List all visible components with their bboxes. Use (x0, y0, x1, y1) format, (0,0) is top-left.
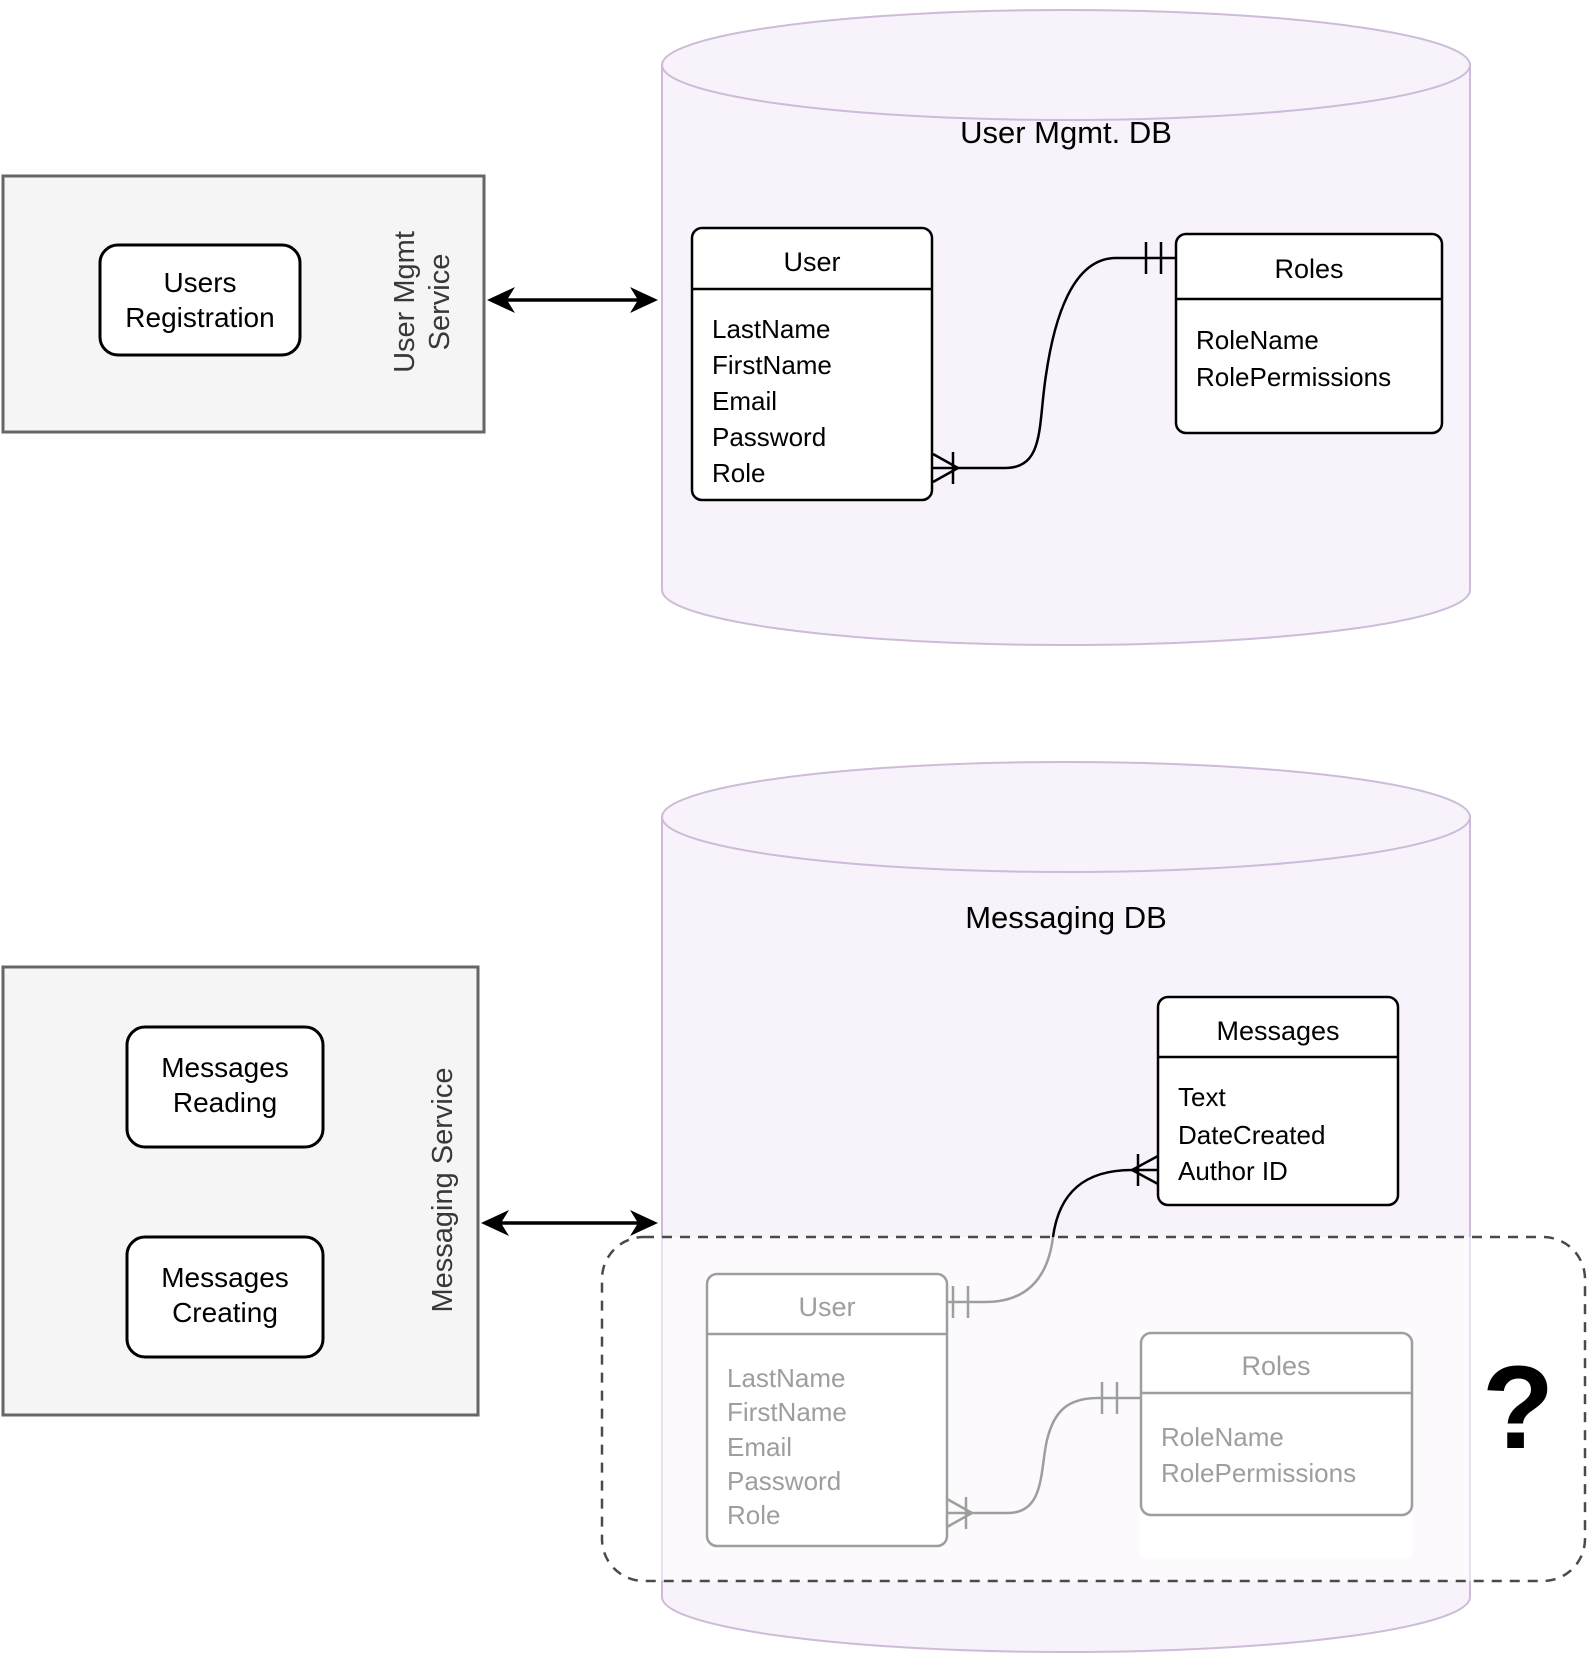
arrow-left-icon (481, 1210, 509, 1236)
user-table-field: Role (712, 458, 765, 488)
crow-foot-many-icon (1131, 1154, 1159, 1186)
roles-table: Roles RoleName RolePermissions (1174, 232, 1444, 435)
process-label: Registration (125, 302, 274, 333)
user-mgmt-service-box: Users Registration User Mgmt Service (1, 174, 486, 434)
crow-foot-many-icon (946, 1497, 973, 1529)
messaging-service-db-arrow (481, 1210, 658, 1236)
user-table-title: User (783, 247, 840, 277)
user-table: User LastName FirstName Email Password R… (690, 226, 934, 502)
service-db-arrow (487, 287, 658, 313)
service-label: User Mgmt (389, 231, 421, 373)
user-table-field: LastName (712, 314, 831, 344)
user-table-field: Password (712, 422, 826, 452)
db-title: Messaging DB (965, 900, 1167, 935)
one-mark-icon (1144, 242, 1163, 274)
ghost-user-table: User LastName FirstName Email Password R… (705, 1272, 949, 1548)
process-label: Messages (161, 1052, 289, 1083)
ghost-roles-table: Roles RoleName RolePermissions (1139, 1331, 1414, 1517)
users-registration-process (98, 243, 302, 357)
ghost-user-table-title: User (798, 1292, 855, 1322)
ghost-user-table-field: LastName (727, 1363, 846, 1393)
messages-table: Messages Text DateCreated Author ID (1156, 995, 1400, 1207)
ghost-roles-table-field: RoleName (1161, 1422, 1284, 1452)
one-mark-icon (1100, 1382, 1119, 1414)
messages-creating-process (125, 1235, 325, 1359)
database-cylinder-rim (661, 816, 1471, 873)
one-mark-icon (951, 1286, 970, 1318)
arrow-right-icon (630, 287, 658, 313)
messaging-service-box: Messages Reading Messages Creating Messa… (1, 965, 480, 1417)
messages-user-relationship (947, 1154, 1159, 1318)
arrow-right-icon (630, 1210, 658, 1236)
ghost-user-table-field: Password (727, 1466, 841, 1496)
roles-table-field: RoleName (1196, 325, 1319, 355)
ghost-roles-table-title: Roles (1241, 1351, 1310, 1381)
messages-table-field: Text (1178, 1082, 1226, 1112)
messages-reading-process (125, 1025, 325, 1149)
roles-table-title: Roles (1274, 254, 1343, 284)
ghost-user-table-field: FirstName (727, 1397, 847, 1427)
db-title: User Mgmt. DB (960, 115, 1172, 150)
user-table-field: Email (712, 386, 777, 416)
arrow-left-icon (487, 287, 515, 313)
messages-table-field: Author ID (1178, 1156, 1288, 1186)
question-mark: ? (1482, 1342, 1554, 1474)
process-label: Messages (161, 1262, 289, 1293)
process-label: Users (163, 267, 236, 298)
ghost-user-table-field: Role (727, 1500, 780, 1530)
service-label: Messaging Service (427, 1068, 459, 1313)
process-label: Creating (172, 1297, 278, 1328)
user-table-field: FirstName (712, 350, 832, 380)
user-roles-relationship (932, 242, 1176, 484)
service-label: Service (424, 254, 456, 351)
database-cylinder-rim (661, 64, 1471, 121)
messages-table-field: DateCreated (1178, 1120, 1325, 1150)
process-label: Reading (173, 1087, 277, 1118)
ghost-user-roles-relationship (946, 1382, 1141, 1529)
roles-table-field: RolePermissions (1196, 362, 1391, 392)
ghost-user-table-field: Email (727, 1432, 792, 1462)
messages-table-title: Messages (1216, 1016, 1339, 1046)
ghost-roles-table-field: RolePermissions (1161, 1458, 1356, 1488)
